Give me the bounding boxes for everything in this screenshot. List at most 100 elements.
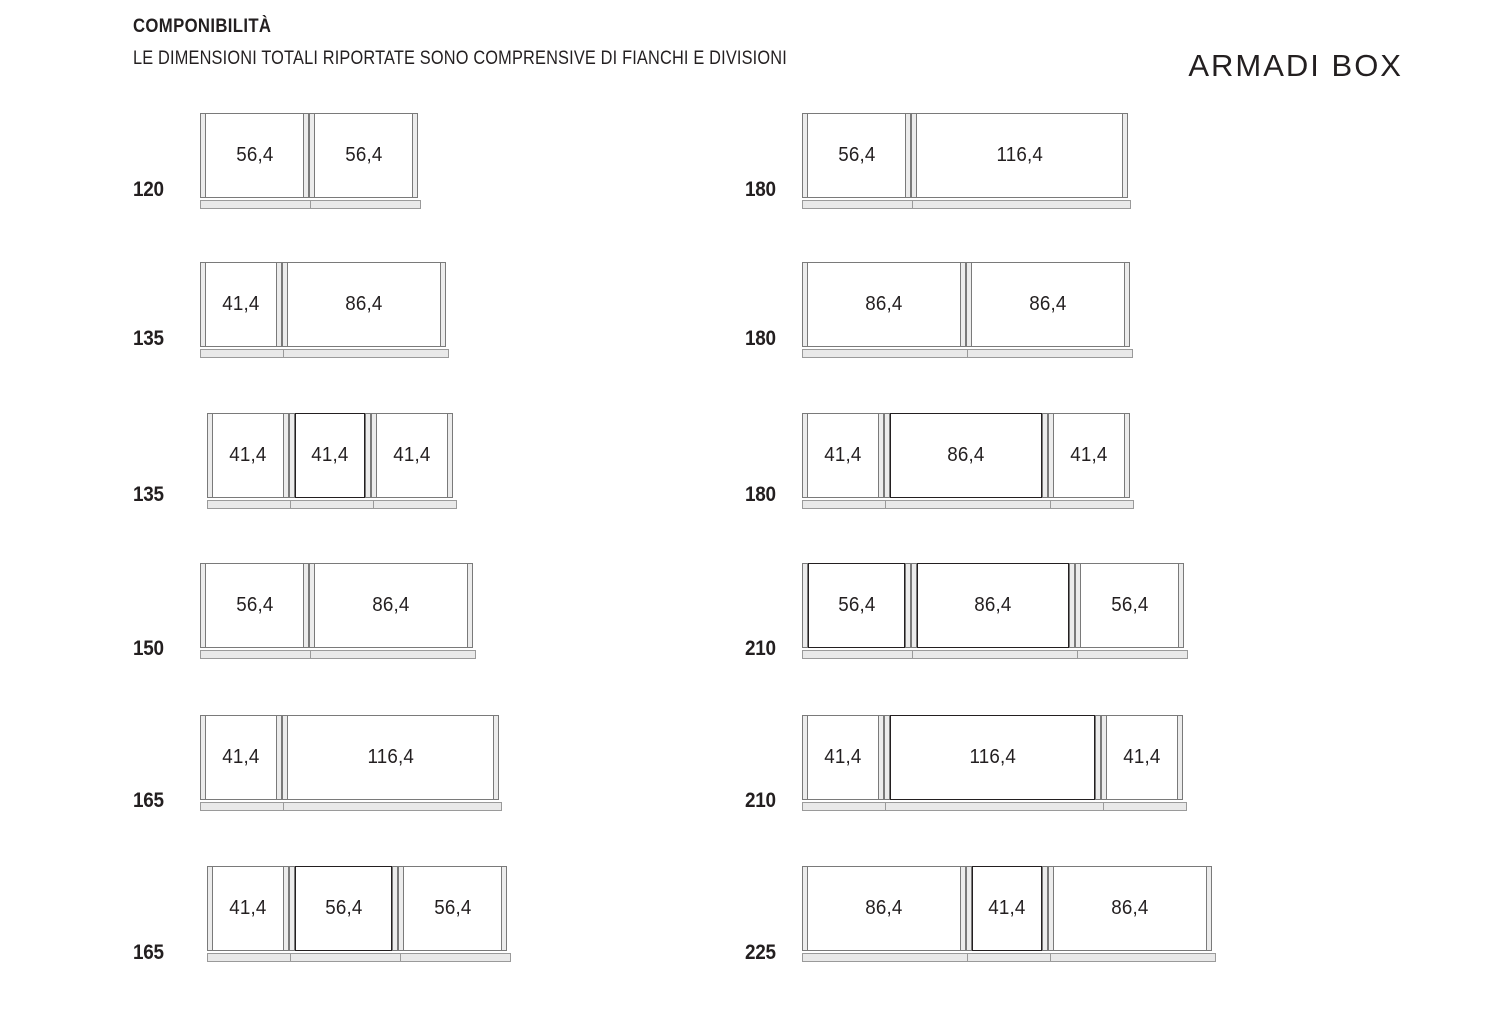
cabinet-module[interactable]: 56,4 bbox=[802, 563, 911, 648]
compartment-width-label: 86,4 bbox=[372, 594, 410, 616]
side-panel-left bbox=[884, 715, 890, 800]
compartment[interactable]: 41,4 bbox=[213, 866, 283, 951]
side-panel-right bbox=[960, 866, 966, 951]
cabinet-module[interactable]: 41,4 bbox=[966, 866, 1048, 951]
page-title: COMPONIBILITÀ bbox=[133, 16, 272, 37]
compartment[interactable]: 86,4 bbox=[1054, 866, 1206, 951]
cabinet-module[interactable]: 56,4 bbox=[200, 563, 309, 648]
cabinet-module[interactable]: 41,4 bbox=[200, 715, 282, 800]
compartment[interactable]: 41,4 bbox=[295, 413, 365, 498]
compartment[interactable]: 41,4 bbox=[206, 262, 276, 347]
compartment-width-label: 56,4 bbox=[837, 144, 876, 166]
plinth-segment bbox=[200, 650, 311, 659]
compartment[interactable]: 41,4 bbox=[377, 413, 447, 498]
cabinet-module[interactable]: 41,4 bbox=[289, 413, 371, 498]
compartment[interactable]: 116,4 bbox=[288, 715, 493, 800]
compartment-width-label: 116,4 bbox=[969, 746, 1016, 768]
cabinet-module[interactable]: 41,4 bbox=[802, 413, 884, 498]
compartment[interactable]: 116,4 bbox=[917, 113, 1122, 198]
compartment[interactable]: 56,4 bbox=[808, 563, 905, 648]
cabinet-module[interactable]: 41,4 bbox=[200, 262, 282, 347]
cabinet-module[interactable]: 41,4 bbox=[207, 866, 289, 951]
compartment[interactable]: 41,4 bbox=[206, 715, 276, 800]
compartment[interactable]: 86,4 bbox=[808, 262, 960, 347]
plinth-segment bbox=[207, 953, 291, 962]
compartment[interactable]: 86,4 bbox=[972, 262, 1124, 347]
cabinet-module[interactable]: 86,4 bbox=[282, 262, 446, 347]
plinth-base bbox=[802, 802, 1187, 811]
compartment[interactable]: 41,4 bbox=[1054, 413, 1124, 498]
plinth-segment bbox=[967, 349, 1133, 358]
cabinet-module[interactable]: 86,4 bbox=[1048, 866, 1212, 951]
compartment[interactable]: 56,4 bbox=[404, 866, 501, 951]
compartment[interactable]: 41,4 bbox=[972, 866, 1042, 951]
plinth-segment bbox=[802, 349, 968, 358]
compartment[interactable]: 86,4 bbox=[890, 413, 1042, 498]
cabinet-module[interactable]: 56,4 bbox=[802, 113, 911, 198]
side-panel-left bbox=[802, 113, 808, 198]
side-panel-left bbox=[309, 563, 315, 648]
compartment[interactable]: 86,4 bbox=[808, 866, 960, 951]
cabinet-module[interactable]: 86,4 bbox=[802, 866, 966, 951]
side-panel-right bbox=[440, 262, 446, 347]
compartment[interactable]: 41,4 bbox=[213, 413, 283, 498]
cabinet-module[interactable]: 116,4 bbox=[884, 715, 1101, 800]
compartment[interactable]: 56,4 bbox=[1081, 563, 1178, 648]
side-panel-left bbox=[207, 413, 213, 498]
side-panel-right bbox=[1122, 113, 1128, 198]
compartment-width-label: 41,4 bbox=[229, 897, 267, 919]
cabinet-module[interactable]: 56,4 bbox=[1075, 563, 1184, 648]
side-panel-right bbox=[905, 563, 911, 648]
compartment-width-label: 116,4 bbox=[367, 746, 414, 768]
cabinet-elevation: 41,4 116,4 41,4 bbox=[802, 715, 1183, 800]
compartment-width-label: 86,4 bbox=[345, 293, 383, 315]
side-panel-left bbox=[200, 113, 206, 198]
compartment[interactable]: 116,4 bbox=[890, 715, 1095, 800]
compartment[interactable]: 86,4 bbox=[917, 563, 1069, 648]
compartment[interactable]: 56,4 bbox=[206, 113, 303, 198]
plinth-segment bbox=[802, 200, 913, 209]
cabinet-module[interactable]: 41,4 bbox=[1048, 413, 1130, 498]
cabinet-module[interactable]: 56,4 bbox=[200, 113, 309, 198]
compartment-width-label: 56,4 bbox=[235, 594, 274, 616]
plinth-base bbox=[200, 802, 502, 811]
compartment[interactable]: 41,4 bbox=[1107, 715, 1177, 800]
compartment[interactable]: 56,4 bbox=[808, 113, 905, 198]
cabinet-module[interactable]: 56,4 bbox=[309, 113, 418, 198]
cabinet-module[interactable]: 41,4 bbox=[1101, 715, 1183, 800]
cabinet-module[interactable]: 116,4 bbox=[282, 715, 499, 800]
cabinet-module[interactable]: 116,4 bbox=[911, 113, 1128, 198]
cabinet-module[interactable]: 86,4 bbox=[309, 563, 473, 648]
cabinet-module[interactable]: 86,4 bbox=[911, 563, 1075, 648]
compartment-width-label: 56,4 bbox=[837, 594, 876, 616]
side-panel-right bbox=[1124, 262, 1130, 347]
side-panel-left bbox=[911, 113, 917, 198]
compartment[interactable]: 86,4 bbox=[315, 563, 467, 648]
compartment[interactable]: 56,4 bbox=[206, 563, 303, 648]
cabinet-module[interactable]: 86,4 bbox=[966, 262, 1130, 347]
plinth-base bbox=[207, 953, 511, 962]
plinth-segment bbox=[885, 802, 1104, 811]
page-subtitle: LE DIMENSIONI TOTALI RIPORTATE SONO COMP… bbox=[133, 48, 787, 69]
side-panel-right bbox=[1042, 413, 1048, 498]
side-panel-right bbox=[1206, 866, 1212, 951]
cabinet-module[interactable]: 86,4 bbox=[802, 262, 966, 347]
compartment[interactable]: 56,4 bbox=[315, 113, 412, 198]
compartment[interactable]: 41,4 bbox=[808, 413, 878, 498]
cabinet-module[interactable]: 56,4 bbox=[289, 866, 398, 951]
cabinet-module[interactable]: 41,4 bbox=[802, 715, 884, 800]
cabinet-module[interactable]: 56,4 bbox=[398, 866, 507, 951]
compartment[interactable]: 41,4 bbox=[808, 715, 878, 800]
compartment[interactable]: 86,4 bbox=[288, 262, 440, 347]
cabinet-module[interactable]: 86,4 bbox=[884, 413, 1048, 498]
side-panel-left bbox=[966, 262, 972, 347]
compartment[interactable]: 56,4 bbox=[295, 866, 392, 951]
plinth-base bbox=[802, 200, 1131, 209]
side-panel-left bbox=[911, 563, 917, 648]
cabinet-module[interactable]: 41,4 bbox=[371, 413, 453, 498]
plinth-segment bbox=[802, 802, 886, 811]
cabinet-module[interactable]: 41,4 bbox=[207, 413, 289, 498]
row-width-label: 180 bbox=[745, 327, 776, 350]
